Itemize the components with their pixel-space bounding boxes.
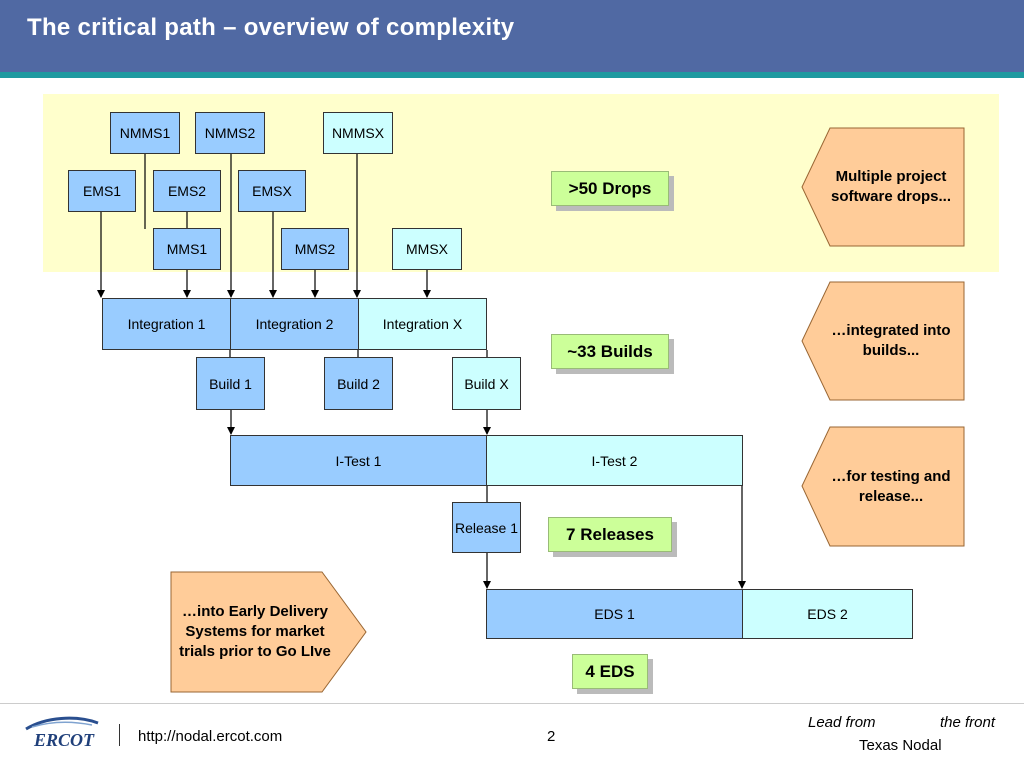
node-integration-2: Integration 2 xyxy=(230,298,359,350)
builds-count-box: ~33 Builds xyxy=(551,334,669,369)
tagline-lead: Lead from xyxy=(808,714,876,731)
ercot-logo: ERCOT xyxy=(25,716,99,750)
footer-url[interactable]: http://nodal.ercot.com xyxy=(138,728,283,745)
node-build-x: Build X xyxy=(452,357,521,410)
node-eds-1: EDS 1 xyxy=(486,589,743,639)
header-accent-line xyxy=(0,72,1024,78)
node-integration-1: Integration 1 xyxy=(102,298,231,350)
releases-count-box: 7 Releases xyxy=(548,517,672,552)
node-nmms1: NMMS1 xyxy=(110,112,180,154)
node-emsx: EMSX xyxy=(238,170,306,212)
footer-separator xyxy=(119,724,120,746)
eds-count-box: 4 EDS xyxy=(572,654,648,689)
callout-drops: Multiple project software drops... xyxy=(830,168,952,205)
logo-text: ERCOT xyxy=(33,730,95,750)
callout-testing-shape xyxy=(801,426,965,547)
node-itest-1: I-Test 1 xyxy=(230,435,487,486)
footer-divider xyxy=(0,703,1024,704)
tagline-nodal: Texas Nodal xyxy=(859,737,942,754)
node-release-1: Release 1 xyxy=(452,502,521,553)
callout-eds-shape xyxy=(170,571,367,693)
node-eds-2: EDS 2 xyxy=(742,589,913,639)
node-itest-2: I-Test 2 xyxy=(486,435,743,486)
callout-drops-shape xyxy=(801,127,965,247)
node-mms2: MMS2 xyxy=(281,228,349,270)
node-nmmsx: NMMSX xyxy=(323,112,393,154)
page-number: 2 xyxy=(547,728,556,745)
callout-testing: …for testing and release... xyxy=(831,467,951,505)
callout-builds: …integrated into builds... xyxy=(831,322,951,359)
slide-title: The critical path – overview of complexi… xyxy=(27,14,515,41)
node-ems1: EMS1 xyxy=(68,170,136,212)
connector-arrows xyxy=(97,154,746,589)
node-ems2: EMS2 xyxy=(153,170,221,212)
tagline-front: the front xyxy=(940,714,996,731)
drops-count-box: >50 Drops xyxy=(551,171,669,206)
node-build-2: Build 2 xyxy=(324,357,393,410)
node-mms1: MMS1 xyxy=(153,228,221,270)
node-build-1: Build 1 xyxy=(196,357,265,410)
node-mmsx: MMSX xyxy=(392,228,462,270)
callout-builds-shape xyxy=(801,281,965,401)
callout-eds: …into Early Delivery Systems for market … xyxy=(179,603,331,660)
node-nmms2: NMMS2 xyxy=(195,112,265,154)
header-bar xyxy=(0,0,1024,72)
node-integration-x: Integration X xyxy=(358,298,487,350)
